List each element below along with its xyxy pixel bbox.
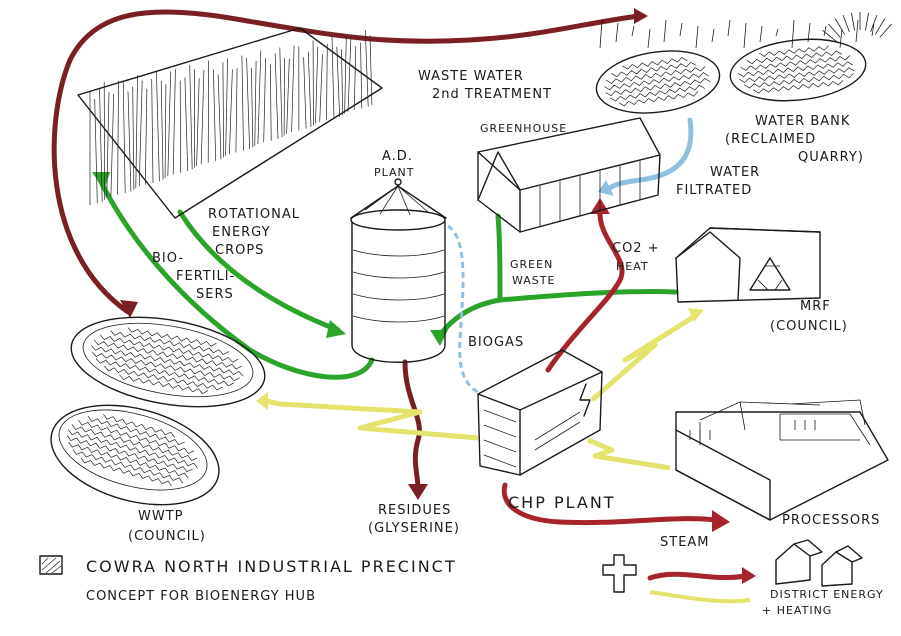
water-filtrated-label: WATER FILTRATED xyxy=(676,165,765,198)
waste-water-pond xyxy=(595,50,721,114)
bio-fertilisers-label: BIO- FERTILI- SERS xyxy=(152,251,240,302)
recycle-icon xyxy=(749,257,791,291)
wwtp-to-wastewater-flow xyxy=(51,9,641,315)
electricity-wwtp-arrowhead xyxy=(256,392,268,410)
greenhouse-label: GREENHOUSE xyxy=(480,122,567,135)
chp-plant-label: CHP PLANT xyxy=(508,493,616,512)
greenhouse xyxy=(477,117,661,233)
wwtp-pond-lower xyxy=(50,404,220,506)
bio-fertiliser-flow xyxy=(97,177,375,380)
processors-label: PROCESSORS xyxy=(782,513,880,528)
water-bank-pond xyxy=(729,38,867,102)
crops-to-ad-flow xyxy=(177,209,341,333)
mrf-building xyxy=(675,227,821,303)
co2-heat-label: CO2 + HEAT xyxy=(612,241,665,273)
water-filtrated-flow xyxy=(607,117,694,191)
district-houses xyxy=(775,539,863,587)
electricity-to-mrf xyxy=(590,313,697,402)
pond-rays xyxy=(599,12,893,49)
co2-heat-flow xyxy=(545,211,625,373)
residues-flow xyxy=(402,359,422,491)
biogas-label: BIOGAS xyxy=(468,335,524,350)
green-waste-label: GREEN WASTE xyxy=(510,258,558,287)
water-filtrated-arrowhead xyxy=(598,180,614,196)
residues-arrowhead xyxy=(408,484,428,500)
caption: COWRA NORTH INDUSTRIAL PRECINCT CONCEPT … xyxy=(86,557,464,604)
ad-plant-silo xyxy=(350,178,447,363)
processors-building xyxy=(675,399,889,521)
residues-label: RESIDUES (GLYSERINE) xyxy=(368,503,460,536)
energy-crops-field xyxy=(77,27,383,219)
water-bank-label: WATER BANK (RECLAIMED QUARRY) xyxy=(725,114,864,165)
steam-label: STEAM xyxy=(660,535,710,550)
electricity-to-wwtp xyxy=(261,397,479,441)
biogas-flow xyxy=(447,224,479,394)
crops-to-ad-arrowhead xyxy=(326,320,346,338)
chp-plant xyxy=(477,349,603,476)
wwtp-label: WWTP (COUNCIL) xyxy=(128,509,206,544)
electricity-mrf-arrowhead xyxy=(688,308,704,322)
wwtp-pond-upper xyxy=(70,316,266,408)
electricity-to-processors xyxy=(587,437,671,471)
wwtp-loop-arrowhead xyxy=(634,8,648,24)
waste-water-label: WASTE WATER 2nd TREATMENT xyxy=(418,69,552,102)
district-heat-arrowhead xyxy=(742,567,756,584)
district-heat-flow xyxy=(647,571,748,581)
crops-label: ROTATIONAL ENERGY CROPS xyxy=(208,207,305,258)
green-waste-flow xyxy=(435,289,679,341)
district-energy-label: DISTRICT ENERGY + HEATING xyxy=(762,588,888,617)
legend-hatch-swatch xyxy=(39,555,63,575)
plus-icon xyxy=(602,554,637,593)
wwtp-loop-start-arrowhead xyxy=(120,300,138,318)
electricity-district xyxy=(649,590,751,604)
greenhouse-green-waste-flow xyxy=(495,213,503,303)
ad-plant-label: A.D. PLANT xyxy=(374,149,418,179)
steam-arrowhead xyxy=(712,510,730,532)
mrf-label: MRF (COUNCIL) xyxy=(770,299,848,334)
green-waste-arrowhead xyxy=(430,330,448,346)
steam-flow xyxy=(501,482,718,526)
